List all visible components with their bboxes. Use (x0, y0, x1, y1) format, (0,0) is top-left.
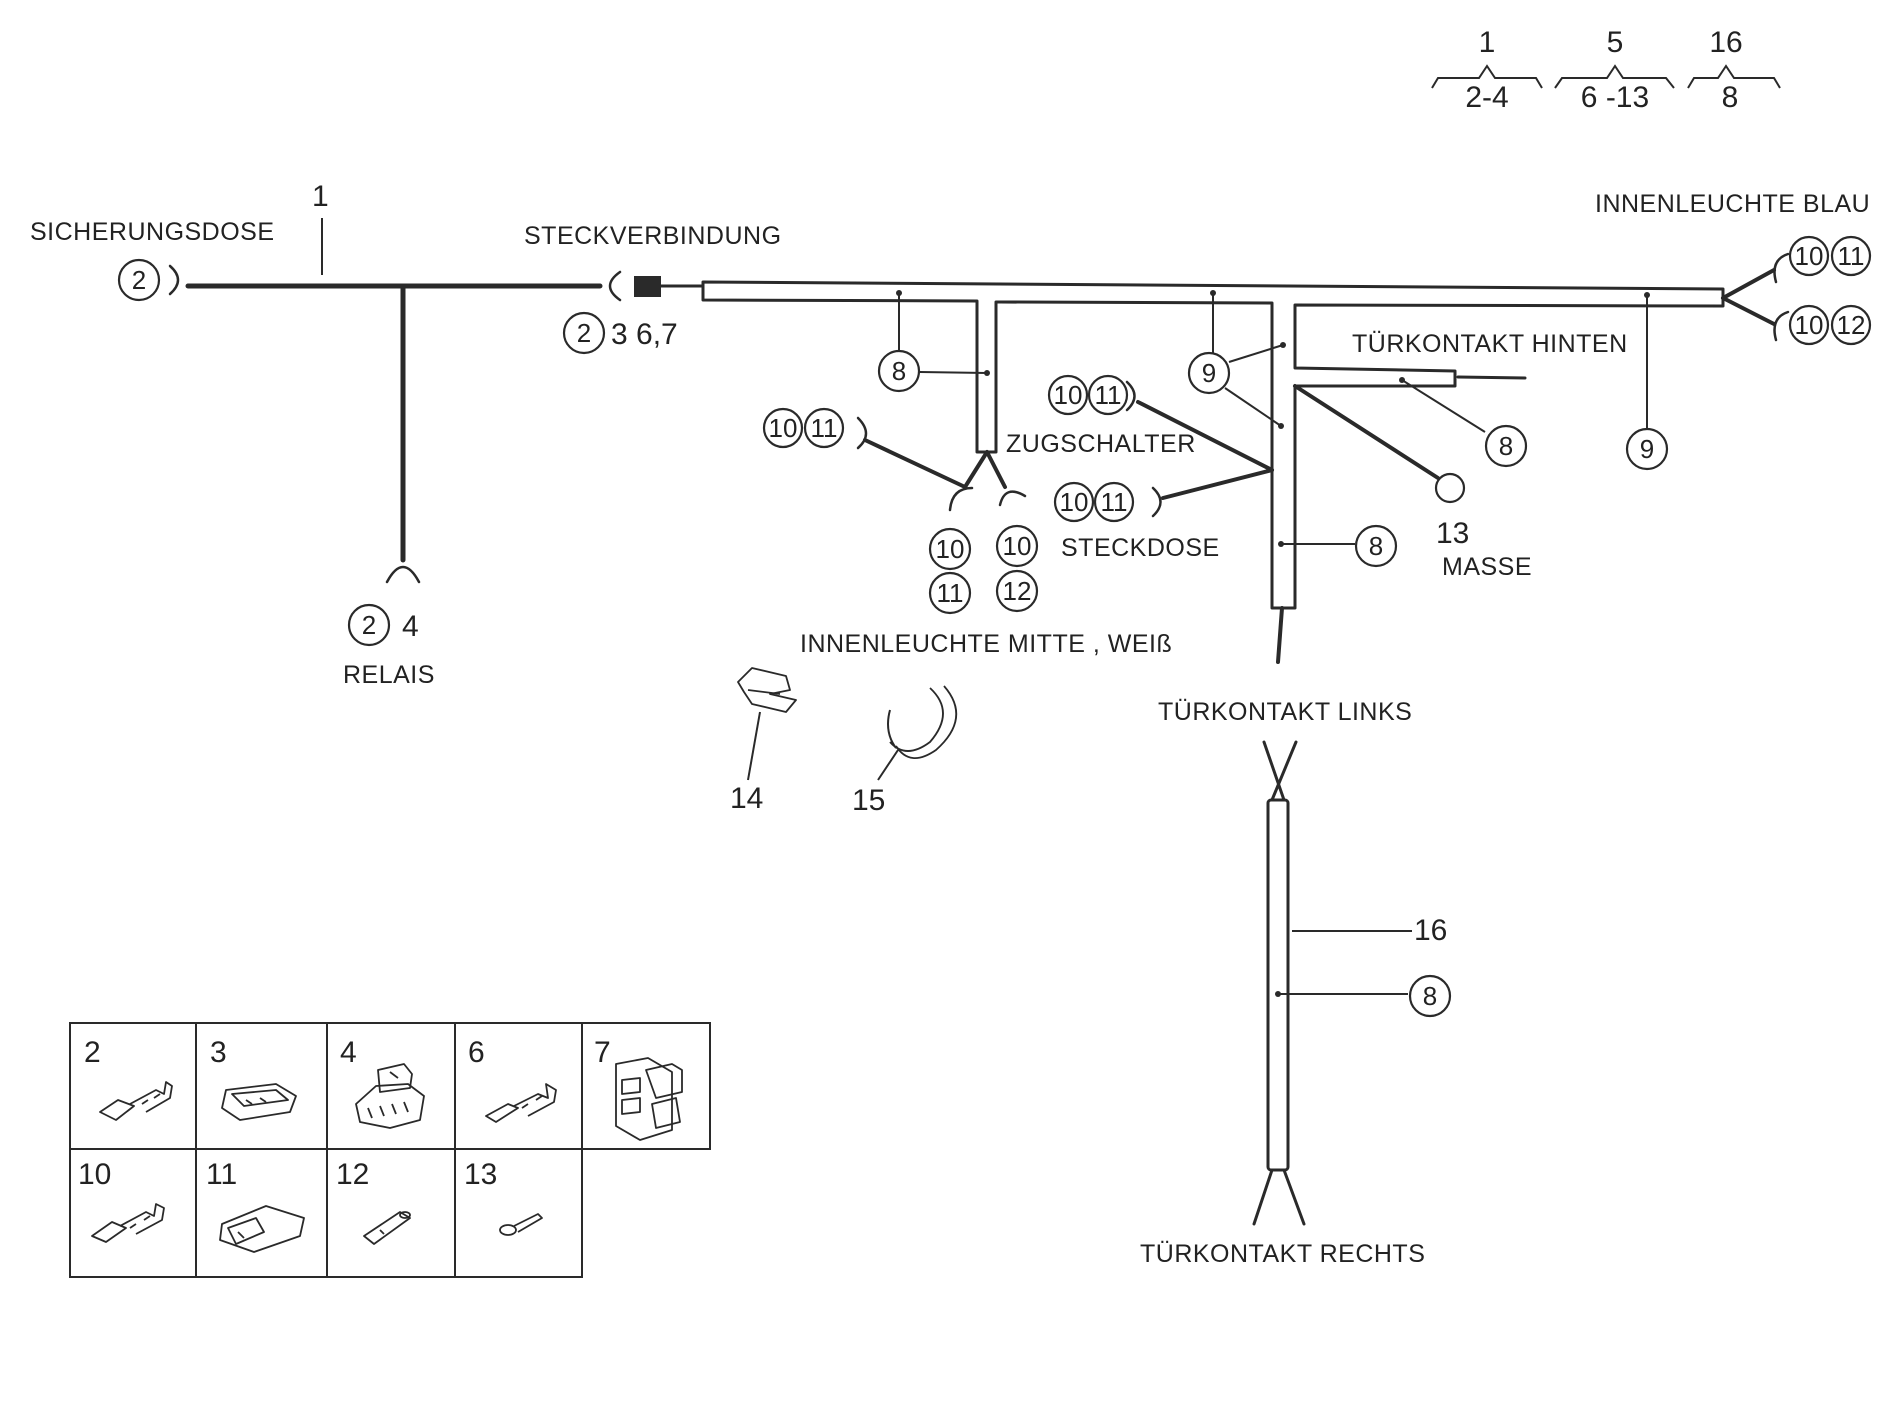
label-innenleuchte-mitte: INNENLEUCHTE MITTE , WEIß (800, 630, 1172, 658)
part-10-icon (91, 1203, 165, 1243)
svg-text:10: 10 (1795, 241, 1824, 271)
svg-text:10: 10 (1003, 531, 1032, 561)
label-relais: RELAIS (343, 661, 435, 689)
svg-text:8: 8 (1423, 981, 1437, 1011)
circle-2-steckverbindung (562, 311, 606, 355)
lower-tube (1266, 798, 1290, 1172)
socket-sicherungsdose (168, 264, 180, 296)
svg-text:8: 8 (1499, 431, 1513, 461)
circle-2-sicherungsdose (117, 258, 161, 302)
part-3-label: 3 (210, 1036, 227, 1069)
legend-top-2: 5 (1607, 26, 1624, 59)
part-13-icon (499, 1213, 543, 1236)
label-tuerkontakt-hinten: TÜRKONTAKT HINTEN (1352, 330, 1628, 358)
label-innenleuchte-blau: INNENLEUCHTE BLAU (1595, 190, 1870, 218)
label-sicherungsdose: SICHERUNGSDOSE (30, 218, 275, 246)
main-harness: INNENLEUCHTE BLAU 10 11 10 12 8 10 11 10… (701, 190, 1872, 726)
svg-text:11: 11 (1095, 380, 1122, 410)
clip-15: 15 (852, 685, 958, 817)
lower-harness: 16 8 TÜRKONTAKT RECHTS (1140, 740, 1452, 1268)
part-12-label: 12 (336, 1158, 369, 1191)
svg-text:11: 11 (811, 413, 838, 443)
legend-top-1: 1 (1479, 26, 1496, 59)
label-steckverbindung: STECKVERBINDUNG (524, 222, 782, 250)
svg-text:2: 2 (577, 318, 591, 348)
part-4-icon (355, 1063, 425, 1129)
part-3-icon (221, 1083, 297, 1121)
circle-2-relais (347, 603, 391, 647)
label-number-16: 16 (1414, 914, 1447, 947)
svg-text:2: 2 (362, 610, 376, 640)
socket-steckverbindung (608, 270, 622, 302)
svg-text:10: 10 (1060, 487, 1089, 517)
svg-text:11: 11 (937, 578, 964, 608)
wire-tuerkontakt-links (1276, 606, 1284, 664)
label-number-14: 14 (730, 782, 763, 815)
part-11-icon (219, 1205, 305, 1253)
part-6-icon (485, 1083, 557, 1123)
part-12-icon (363, 1211, 411, 1245)
legend-bottom-1: 2-4 (1465, 81, 1508, 114)
plug-steckverbindung (634, 276, 661, 297)
socket-relais (385, 565, 421, 584)
part-2-label: 2 (84, 1036, 101, 1069)
legend-top-3: 16 (1709, 26, 1742, 59)
label-masse: MASSE (1442, 553, 1532, 581)
label-3-67: 3 6,7 (611, 318, 678, 351)
label-number-1: 1 (312, 180, 329, 213)
circle-2-text: 2 (132, 265, 146, 295)
legend: 1 2-4 5 6 -13 16 8 (1431, 26, 1781, 114)
svg-text:10: 10 (1054, 380, 1083, 410)
part-2-icon (99, 1081, 173, 1121)
svg-text:8: 8 (1369, 531, 1383, 561)
part-11-label: 11 (206, 1158, 237, 1191)
label-tuerkontakt-rechts: TÜRKONTAKT RECHTS (1140, 1240, 1425, 1268)
legend-bottom-3: 8 (1722, 81, 1739, 114)
svg-text:10: 10 (936, 534, 965, 564)
svg-text:10: 10 (769, 413, 798, 443)
svg-text:9: 9 (1202, 358, 1216, 388)
part-7-icon (615, 1057, 683, 1141)
label-steckdose: STECKDOSE (1061, 534, 1220, 562)
svg-text:9: 9 (1640, 434, 1654, 464)
steckverbindung: STECKVERBINDUNG 2 3 6,7 (524, 222, 782, 355)
part-6-label: 6 (468, 1036, 485, 1069)
part-13-label: 13 (464, 1158, 497, 1191)
clip-14: 14 (730, 667, 797, 815)
part-10-label: 10 (78, 1158, 111, 1191)
svg-text:8: 8 (892, 356, 906, 386)
masse-terminal (1434, 472, 1466, 504)
svg-text:12: 12 (1003, 576, 1032, 606)
parts-table: 2 3 4 6 7 10 11 12 13 (69, 1022, 711, 1278)
label-number-13: 13 (1436, 517, 1469, 550)
svg-text:11: 11 (1101, 487, 1128, 517)
part-4-label: 4 (340, 1036, 357, 1069)
left-branch: SICHERUNGSDOSE 1 2 2 4 RELAIS (30, 180, 603, 689)
svg-text:10: 10 (1795, 310, 1824, 340)
part-7-label: 7 (594, 1036, 611, 1069)
svg-text:11: 11 (1838, 241, 1865, 271)
svg-text:12: 12 (1837, 310, 1866, 340)
label-number-15: 15 (852, 784, 885, 817)
legend-bottom-2: 6 -13 (1581, 81, 1649, 114)
label-tuerkontakt-links: TÜRKONTAKT LINKS (1158, 698, 1412, 726)
label-zugschalter: ZUGSCHALTER (1006, 430, 1196, 458)
label-number-4: 4 (402, 610, 419, 643)
